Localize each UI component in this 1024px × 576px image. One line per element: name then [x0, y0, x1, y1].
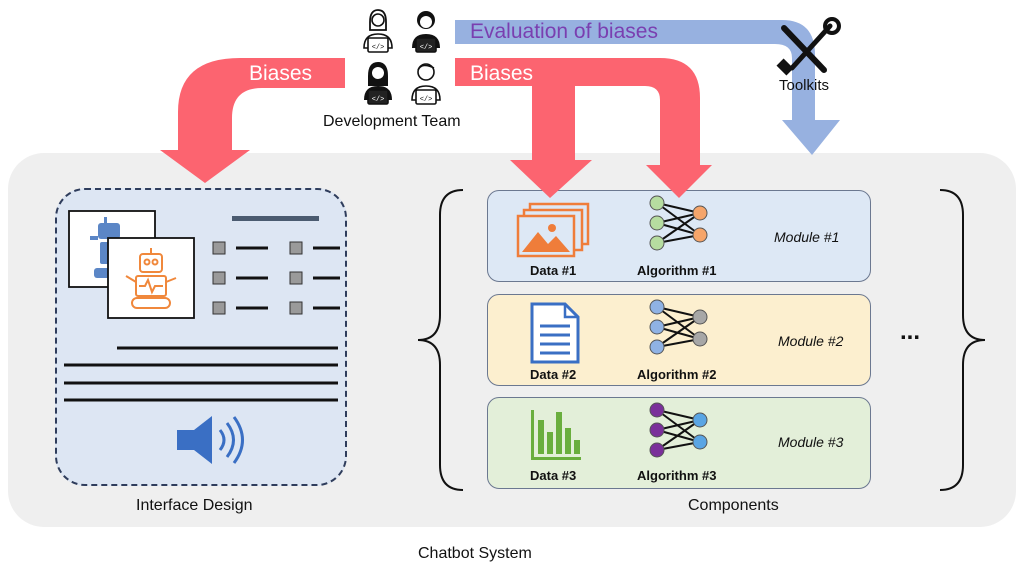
bar-chart-icon	[531, 410, 581, 460]
developer-icon-1: </>	[363, 9, 393, 53]
robot-icon-orange	[125, 248, 177, 309]
biases-arrow-right	[455, 58, 712, 198]
biases-arrow-left	[160, 58, 345, 183]
toolkits-label: Toolkits	[779, 77, 830, 94]
neural-network-icon-2	[649, 299, 708, 355]
nn-input-node	[649, 442, 665, 458]
interface-text-lines	[64, 346, 338, 402]
neural-network-icon-1	[649, 195, 708, 251]
nn-input-node	[649, 319, 665, 335]
nn-output-node	[692, 331, 708, 347]
components-left-brace	[417, 189, 464, 491]
biases-label-left: Biases	[249, 62, 313, 85]
module-1-title: Module #1	[774, 229, 840, 245]
nn-input-node	[649, 402, 665, 418]
evaluation-of-biases-label: Evaluation of biases	[470, 20, 658, 43]
chatbot-system-label: Chatbot System	[418, 545, 532, 562]
data-3-label: Data #3	[530, 468, 577, 483]
biases-label-right: Biases	[470, 62, 534, 85]
nn-connection	[656, 212, 701, 244]
interface-checklist	[212, 241, 303, 315]
document-icon	[530, 302, 580, 364]
svg-text:</>: </>	[420, 44, 433, 52]
nn-output-node	[692, 412, 708, 428]
developer-icon-2: </>	[412, 11, 440, 53]
nn-input-node	[649, 339, 665, 355]
nn-output-node	[692, 309, 708, 325]
nn-input-node	[649, 299, 665, 315]
speaker-icon	[177, 416, 244, 464]
svg-text:</>: </>	[372, 44, 385, 52]
components-right-brace	[939, 189, 986, 491]
evaluation-arrow	[455, 20, 840, 155]
algorithm-2-label: Algorithm #2	[637, 367, 717, 382]
data-2-label: Data #2	[530, 367, 577, 382]
neural-network-icon-3	[649, 402, 708, 458]
module-2-title: Module #2	[778, 333, 844, 349]
interface-checklist-lines	[236, 246, 340, 310]
image-icon	[516, 202, 590, 258]
nn-input-node	[649, 215, 665, 231]
components-label: Components	[688, 497, 779, 514]
data-1-label: Data #1	[530, 263, 577, 278]
nn-output-node	[692, 205, 708, 221]
nn-output-node	[692, 434, 708, 450]
svg-text:</>: </>	[420, 96, 433, 104]
interface-title-bar	[232, 216, 319, 221]
nn-input-node	[649, 195, 665, 211]
nn-input-node	[649, 422, 665, 438]
svg-text:</>: </>	[372, 96, 385, 104]
algorithm-3-label: Algorithm #3	[637, 468, 717, 483]
tools-icon	[776, 17, 841, 76]
interface-design-label: Interface Design	[136, 497, 253, 514]
nn-connection	[656, 419, 701, 451]
nn-connection	[656, 316, 701, 348]
developer-icon-3: </>	[364, 62, 392, 105]
algorithm-1-label: Algorithm #1	[637, 263, 717, 278]
more-modules-ellipsis: ...	[900, 318, 921, 345]
robot-image-card-2	[107, 237, 195, 319]
nn-output-node	[692, 227, 708, 243]
module-3-title: Module #3	[778, 434, 844, 450]
developer-icon-4: </>	[411, 63, 441, 105]
nn-input-node	[649, 235, 665, 251]
development-team-label: Development Team	[323, 113, 461, 130]
